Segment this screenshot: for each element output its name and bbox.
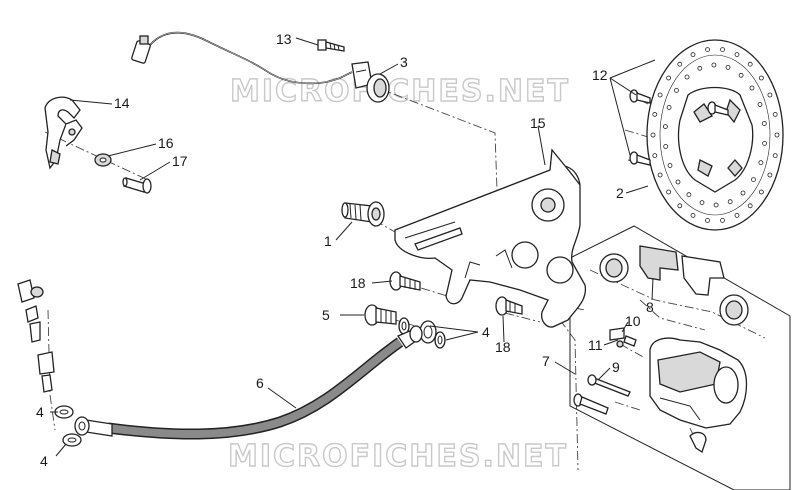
disc-hole bbox=[666, 105, 672, 110]
brake-caliper-icon bbox=[649, 337, 748, 454]
disc-hole bbox=[705, 47, 710, 52]
disc-screws-12-icon bbox=[629, 89, 729, 166]
callout-8: 8 bbox=[646, 299, 654, 315]
brake-disc-icon bbox=[646, 39, 784, 231]
disc-hole bbox=[759, 75, 764, 81]
disc-hole bbox=[677, 203, 683, 209]
disc-hole bbox=[727, 199, 733, 205]
callout-2: 2 bbox=[616, 185, 624, 201]
disc-hole bbox=[657, 92, 663, 98]
pin-bolt-1-icon bbox=[341, 201, 385, 227]
disc-hole bbox=[675, 179, 681, 185]
disc-hole bbox=[747, 203, 753, 209]
disc-hole bbox=[749, 85, 755, 91]
callout-16: 16 bbox=[158, 135, 174, 151]
disc-hole bbox=[758, 160, 764, 166]
pin-17-icon bbox=[122, 177, 152, 194]
disc-hole bbox=[699, 200, 705, 206]
callout-18b: 18 bbox=[495, 339, 511, 355]
disc-hole bbox=[686, 192, 692, 198]
disc-hole bbox=[663, 144, 669, 149]
disc-hole bbox=[720, 217, 725, 223]
disc-hole bbox=[725, 65, 731, 70]
callout-6: 6 bbox=[256, 375, 264, 391]
disc-hole bbox=[762, 140, 767, 146]
disc-hole bbox=[650, 132, 656, 138]
disc-hole bbox=[720, 47, 725, 52]
disc-hole bbox=[677, 61, 683, 67]
disc-hole bbox=[767, 92, 773, 98]
caliper-bracket-icon bbox=[394, 148, 587, 328]
pad-pin-9-icon bbox=[587, 374, 631, 397]
callout-10: 10 bbox=[625, 313, 641, 329]
hose-clip-icon bbox=[44, 96, 83, 170]
disc-hole bbox=[657, 172, 663, 178]
screw-13-icon bbox=[317, 39, 345, 52]
disc-hole bbox=[652, 112, 658, 117]
callout-13: 13 bbox=[276, 31, 292, 47]
callout-15: 15 bbox=[530, 115, 546, 131]
washer-16-icon bbox=[94, 153, 112, 167]
disc-hole bbox=[711, 62, 717, 68]
brake-hose-icon bbox=[74, 325, 423, 440]
disc-hole bbox=[761, 121, 767, 126]
spring-10-11-icon bbox=[609, 327, 637, 348]
callout-4a: 4 bbox=[482, 324, 490, 340]
disc-hole bbox=[767, 172, 773, 178]
caliper-assembly-panel bbox=[569, 225, 791, 490]
disc-hole bbox=[674, 88, 679, 93]
disc-hole bbox=[740, 190, 746, 196]
disc-hole bbox=[734, 212, 740, 218]
callout-7: 7 bbox=[542, 353, 550, 369]
callout-5: 5 bbox=[322, 307, 330, 323]
callout-3: 3 bbox=[400, 54, 408, 70]
disc-hole bbox=[759, 189, 764, 195]
disc-hole bbox=[757, 102, 763, 107]
disc-hole bbox=[666, 189, 671, 195]
speed-sensor-icon bbox=[131, 31, 390, 103]
disc-hole bbox=[684, 74, 690, 80]
callout-4c: 4 bbox=[40, 453, 48, 469]
disc-hole bbox=[705, 217, 710, 223]
disc-hole bbox=[774, 132, 780, 138]
callout-4b: 4 bbox=[36, 404, 44, 420]
disc-hole bbox=[751, 177, 756, 183]
disc-hole bbox=[690, 52, 696, 57]
disc-hole bbox=[666, 75, 671, 81]
bolt-18b-icon bbox=[495, 296, 523, 316]
disc-hole bbox=[697, 65, 703, 71]
disc-hole bbox=[772, 153, 778, 159]
disc-hole bbox=[690, 212, 696, 218]
disc-hole bbox=[713, 202, 719, 208]
callout-1: 1 bbox=[324, 233, 332, 249]
callout-9: 9 bbox=[612, 359, 620, 375]
callout-14: 14 bbox=[114, 95, 130, 111]
banjo-bolt-5-icon bbox=[364, 304, 397, 326]
disc-hole bbox=[652, 153, 658, 159]
callout-12: 12 bbox=[592, 67, 608, 83]
disc-hole bbox=[734, 52, 740, 57]
watermark-bottom: MICROFICHES.NET bbox=[228, 439, 568, 474]
caliper-bolt-icon bbox=[573, 393, 609, 415]
disc-hole bbox=[772, 112, 778, 117]
bolt-18a-icon bbox=[389, 271, 421, 291]
callout-18a: 18 bbox=[350, 275, 366, 291]
callout-11: 11 bbox=[588, 337, 603, 353]
leader-lines bbox=[50, 37, 656, 457]
disc-hole bbox=[747, 61, 753, 67]
bleeder-fitting-icon bbox=[17, 279, 55, 393]
disc-hole bbox=[738, 72, 744, 78]
brake-pads-icon bbox=[599, 245, 749, 326]
callout-numbers: 13 3 14 16 17 15 12 2 1 18 5 4 18 6 7 8 … bbox=[36, 31, 654, 469]
callout-17: 17 bbox=[172, 153, 188, 169]
disc-hole bbox=[667, 163, 673, 168]
disc-hole bbox=[663, 124, 668, 129]
